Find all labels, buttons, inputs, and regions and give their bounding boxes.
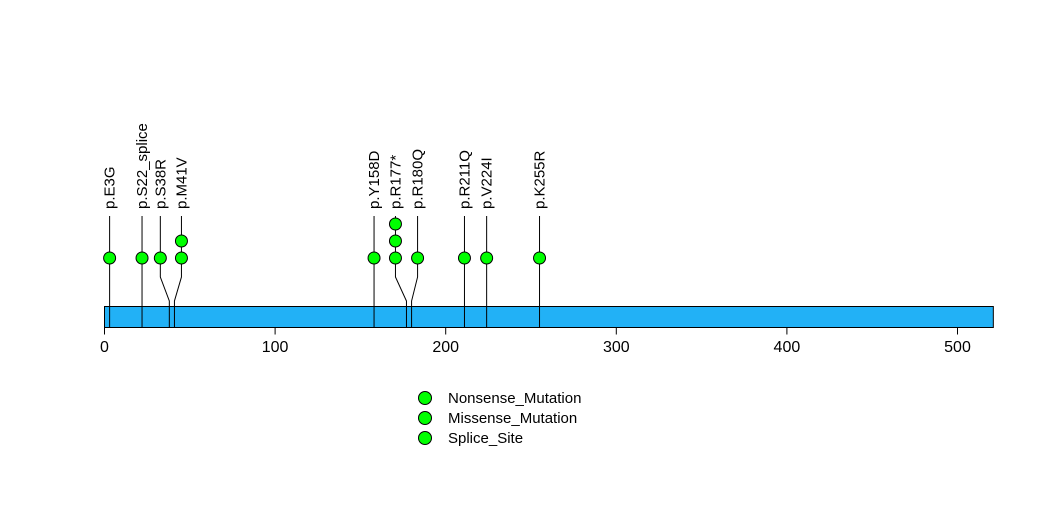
mutation-circle: [367, 251, 381, 265]
x-axis-tick-label: 100: [262, 339, 289, 356]
legend-marker: [418, 431, 432, 445]
mutation-label: p.M41V: [173, 157, 190, 209]
mutation-circle: [174, 234, 188, 248]
mutation-label: p.V224I: [479, 157, 496, 209]
mutation-circle: [174, 251, 188, 265]
mutation-label: p.E3G: [102, 166, 119, 209]
mutation-label: p.S22_splice: [134, 123, 151, 209]
mutation-circle: [480, 251, 494, 265]
x-axis-tick-label: 300: [603, 339, 630, 356]
mutation-circle: [388, 251, 402, 265]
mutation-circle: [103, 251, 117, 265]
x-axis-tick-label: 200: [432, 339, 459, 356]
mutation-circle: [411, 251, 425, 265]
legend-marker: [418, 391, 432, 405]
mutation-stick: [159, 216, 170, 328]
x-axis-tick-label: 400: [774, 339, 801, 356]
x-axis-tick-label: 500: [944, 339, 971, 356]
mutation-label: p.K255R: [532, 150, 549, 209]
mutation-label: p.S38R: [152, 159, 169, 209]
legend-label: Missense_Mutation: [448, 410, 577, 427]
mutation-label: p.R180Q: [410, 149, 427, 209]
mutation-stick: [411, 216, 419, 328]
mutation-label: p.Y158D: [366, 150, 383, 209]
mutation-circle: [388, 217, 402, 231]
mutation-circle: [533, 251, 547, 265]
mutation-circle: [457, 251, 471, 265]
mutation-label: p.R177*: [387, 155, 404, 209]
mutation-circle: [153, 251, 167, 265]
mutation-circle: [135, 251, 149, 265]
x-axis-tick-label: 0: [100, 339, 109, 356]
mutation-label: p.R211Q: [456, 150, 473, 209]
legend-label: Splice_Site: [448, 430, 523, 447]
protein-backbone-bar: [104, 306, 994, 328]
legend-marker: [418, 411, 432, 425]
legend-label: Nonsense_Mutation: [448, 390, 581, 407]
mutation-circle: [388, 234, 402, 248]
